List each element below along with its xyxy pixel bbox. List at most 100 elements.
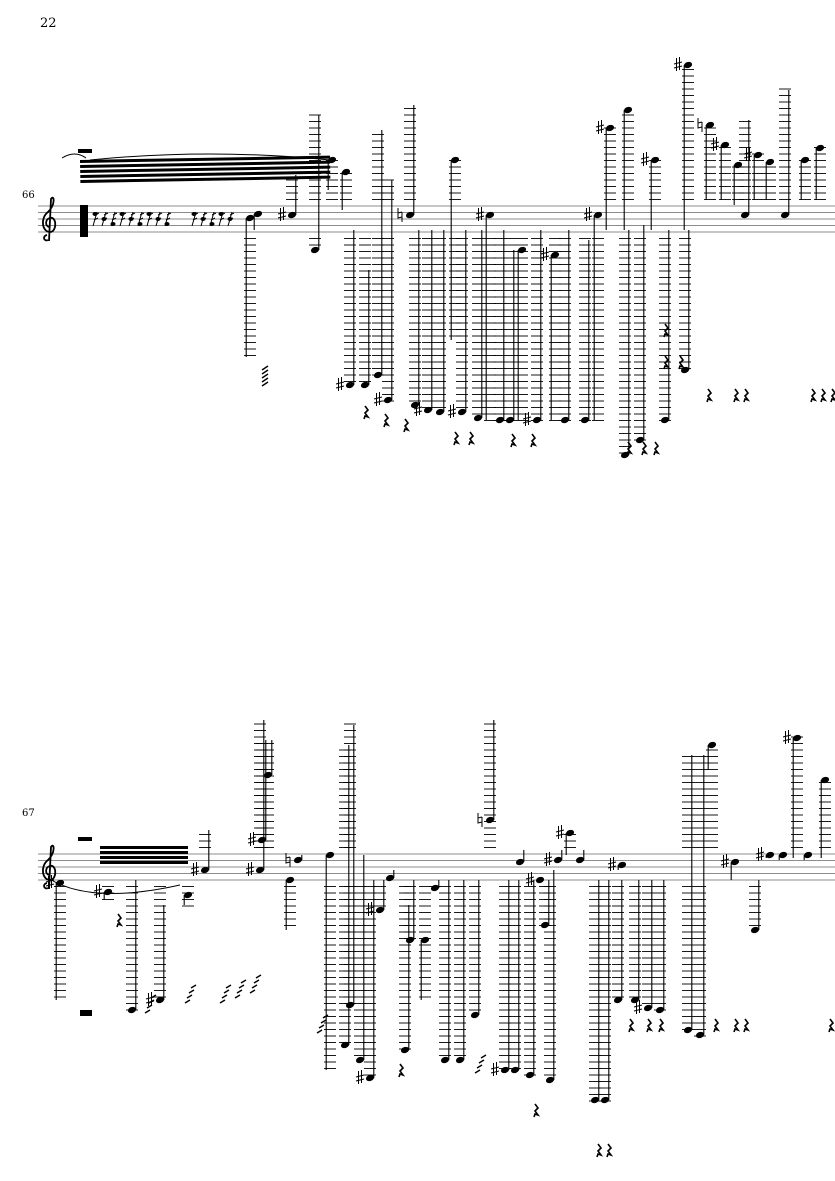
tremolo-mark xyxy=(261,381,269,387)
sharp-icon xyxy=(525,872,535,886)
note-head xyxy=(505,416,515,424)
note-head xyxy=(200,866,210,874)
measure-number: 67 xyxy=(22,808,35,819)
note-head xyxy=(155,996,165,1004)
sharp-icon xyxy=(365,902,375,916)
sharp-icon xyxy=(543,852,553,866)
flag xyxy=(218,211,226,227)
note-head xyxy=(683,61,693,69)
note-head xyxy=(580,416,590,424)
rest-icon xyxy=(646,1018,654,1033)
tremolo-mark xyxy=(478,1059,485,1064)
note-head xyxy=(455,1056,465,1064)
rest-icon xyxy=(116,913,124,928)
rest-icon xyxy=(628,1018,636,1033)
tremolo-mark xyxy=(255,974,262,979)
rest-icon xyxy=(398,1063,406,1078)
note-head xyxy=(345,1001,355,1009)
note-head xyxy=(450,156,460,164)
tremolo-mark xyxy=(190,984,197,989)
sharp-icon xyxy=(373,392,383,406)
tremolo-mark xyxy=(318,1024,325,1029)
note-head xyxy=(730,858,740,866)
note-head xyxy=(400,1046,410,1054)
note-head xyxy=(593,211,603,219)
note-head xyxy=(540,921,550,929)
sharp-icon xyxy=(755,847,765,861)
flag xyxy=(137,211,145,227)
beam xyxy=(100,846,188,849)
tremolo-mark xyxy=(261,377,269,383)
note-head xyxy=(341,168,351,176)
tremolo-mark xyxy=(221,994,228,999)
rest-icon xyxy=(641,441,649,456)
tremolo-mark xyxy=(316,1029,323,1034)
sharp-icon xyxy=(555,825,565,839)
note-head xyxy=(127,1006,137,1014)
flag xyxy=(227,211,235,227)
note-head xyxy=(683,1026,693,1034)
treble-clef-icon xyxy=(42,196,57,242)
flag xyxy=(146,211,154,227)
rest-icon xyxy=(743,1018,751,1033)
note-head xyxy=(643,1004,653,1012)
beam xyxy=(80,170,331,178)
note-head xyxy=(560,416,570,424)
note-head xyxy=(245,214,255,222)
rest-icon xyxy=(713,1018,721,1033)
flag xyxy=(209,211,217,227)
tremolo-mark xyxy=(474,1069,481,1074)
note-head xyxy=(800,156,810,164)
note-head xyxy=(650,156,660,164)
note-head xyxy=(778,851,788,859)
sharp-icon xyxy=(93,884,103,898)
note-head xyxy=(365,1074,375,1082)
note-head xyxy=(405,211,415,219)
note-head xyxy=(517,246,527,254)
sharp-icon xyxy=(522,412,532,426)
sharp-icon xyxy=(45,875,55,889)
rest-icon xyxy=(626,441,634,456)
note-head xyxy=(383,396,393,404)
rest-icon xyxy=(663,323,671,338)
slur xyxy=(89,153,331,161)
sharp-icon xyxy=(720,854,730,868)
note-head xyxy=(285,876,295,884)
tremolo-mark xyxy=(476,1064,483,1069)
note-head xyxy=(515,858,525,866)
note-head xyxy=(373,371,383,379)
note-head xyxy=(545,1076,555,1084)
sharp-icon xyxy=(190,862,200,876)
beam xyxy=(100,861,188,864)
tremolo-mark xyxy=(148,999,155,1004)
rest-icon xyxy=(663,355,671,370)
note-head xyxy=(420,936,430,944)
sharp-icon xyxy=(782,730,792,744)
note-head xyxy=(613,996,623,1004)
beam xyxy=(80,165,331,173)
tremolo-mark xyxy=(219,999,226,1004)
sharp-icon xyxy=(145,992,155,1006)
note-head xyxy=(553,856,563,864)
note-head xyxy=(255,866,265,874)
sharp-icon xyxy=(277,207,287,221)
tremolo-mark xyxy=(188,989,195,994)
note-head xyxy=(263,771,273,779)
note-head xyxy=(405,936,415,944)
tremolo-mark xyxy=(184,999,191,1004)
sharp-icon xyxy=(490,1062,500,1076)
measure-number: 66 xyxy=(22,190,35,201)
note-head xyxy=(310,246,320,254)
note-head xyxy=(325,851,335,859)
flag xyxy=(92,211,100,227)
rest-icon xyxy=(733,1018,741,1033)
rest-icon xyxy=(653,441,661,456)
note-head xyxy=(740,211,750,219)
rest-icon xyxy=(706,388,714,403)
sharp-icon xyxy=(743,147,753,161)
note-head xyxy=(635,436,645,444)
tremolo-mark xyxy=(186,994,193,999)
tremolo-mark xyxy=(240,979,247,984)
tremolo-mark xyxy=(249,989,256,994)
